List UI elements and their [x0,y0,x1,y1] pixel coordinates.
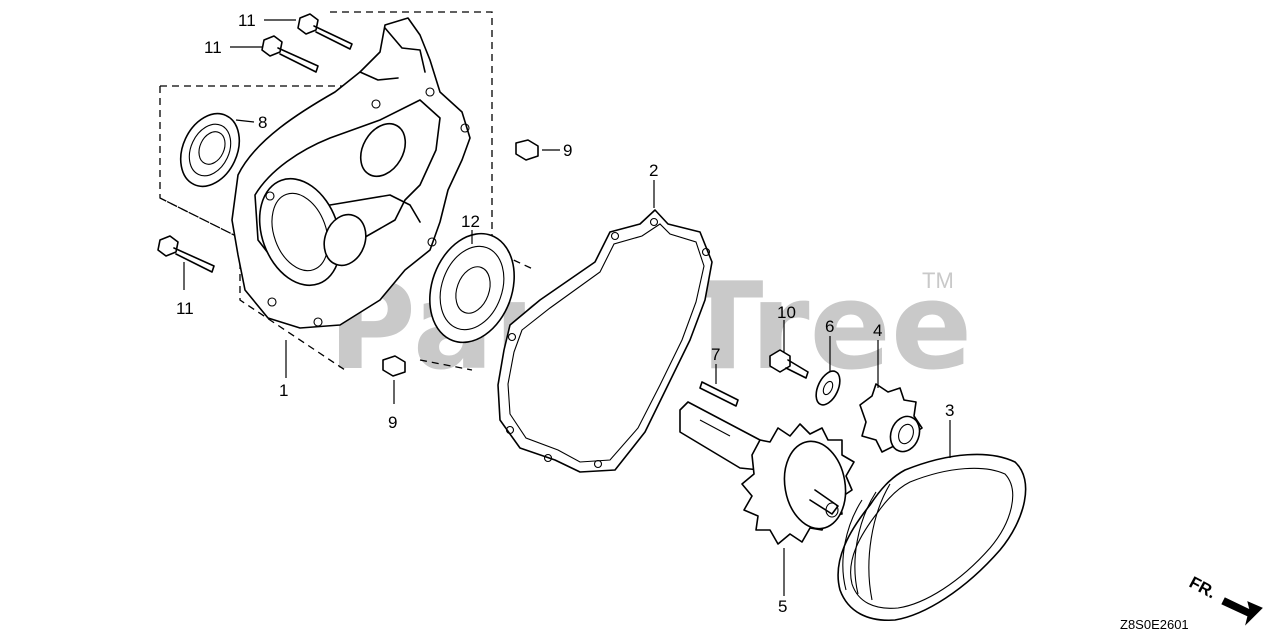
flange-bolt-upper [297,13,353,50]
driven-sprocket-shaft [679,401,855,545]
callout-1: 1 [279,381,288,400]
callout-12: 12 [461,212,480,231]
callout-7: 7 [711,345,720,364]
diagram-code: Z8S0E2601 [1120,617,1189,632]
gear-case-cover [231,17,471,329]
direction-label: FR. [1186,573,1219,603]
ball-bearing [429,232,515,344]
oil-seal [179,112,241,188]
callout-10: 10 [777,303,796,322]
sprocket-bolt [769,349,809,379]
callout-11-middle: 11 [204,38,222,57]
drive-chain [837,453,1027,622]
callout-9-lower: 9 [388,413,397,432]
callout-3: 3 [945,401,954,420]
leader-lines [183,19,951,596]
trademark-symbol: TM [922,268,954,293]
gasket [497,209,713,473]
callout-8: 8 [258,113,267,132]
drive-sprocket [859,383,923,453]
washer [815,370,841,406]
callout-9-upper: 9 [563,141,572,160]
dowel-pins [382,139,539,377]
assembly-boundary [159,11,536,371]
flange-bolts [157,13,353,273]
woodruff-key [699,381,739,407]
flange-bolt-lower [157,235,215,273]
front-direction-arrow: FR. [1186,573,1263,626]
callout-6: 6 [825,317,834,336]
callout-numbers: 11 11 8 9 2 12 11 10 6 4 7 1 3 9 5 [176,11,954,616]
callout-11-lower: 11 [176,299,194,318]
callout-11-upper: 11 [238,11,256,30]
callout-4: 4 [873,321,882,340]
callout-2: 2 [649,161,658,180]
flange-bolt-middle [261,35,319,73]
callout-5: 5 [778,597,787,616]
